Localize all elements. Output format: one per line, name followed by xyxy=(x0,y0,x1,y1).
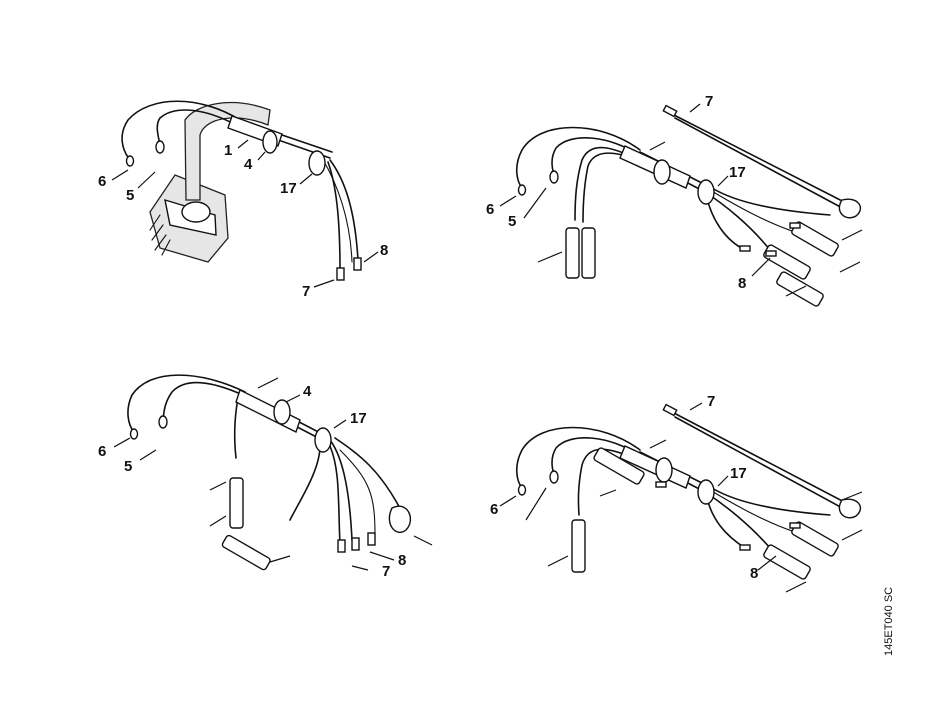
panel-bottom-left: 6 5 4 17 7 8 xyxy=(98,374,433,580)
label-5: 5 xyxy=(124,458,132,475)
label-17: 17 xyxy=(729,164,746,181)
label-7: 7 xyxy=(707,393,715,410)
label-6: 6 xyxy=(98,443,106,460)
panel-top-right: 6 5 7 17 8 xyxy=(486,93,863,307)
panel-bottom-right: 6 7 17 8 xyxy=(490,393,863,593)
panel-top-left: 6 5 1 4 17 7 8 xyxy=(98,100,388,300)
label-17: 17 xyxy=(280,180,297,197)
label-6: 6 xyxy=(490,501,498,518)
label-4: 4 xyxy=(244,156,253,173)
label-6: 6 xyxy=(486,201,494,218)
label-8: 8 xyxy=(738,275,746,292)
label-1: 1 xyxy=(224,142,232,159)
label-7: 7 xyxy=(705,93,713,110)
label-8: 8 xyxy=(750,565,758,582)
label-5: 5 xyxy=(508,213,516,230)
label-4: 4 xyxy=(303,383,312,400)
label-17: 17 xyxy=(350,410,367,427)
label-5: 5 xyxy=(126,187,134,204)
grommet-17 xyxy=(308,150,326,176)
label-7: 7 xyxy=(302,283,310,300)
grommet-4 xyxy=(262,130,278,154)
label-6: 6 xyxy=(98,173,106,190)
ignition-module xyxy=(149,102,271,263)
drawing-code: 145ET040 SC xyxy=(883,587,895,656)
label-17: 17 xyxy=(730,465,747,482)
label-8: 8 xyxy=(398,552,406,569)
label-7: 7 xyxy=(382,563,390,580)
label-8: 8 xyxy=(380,242,388,259)
